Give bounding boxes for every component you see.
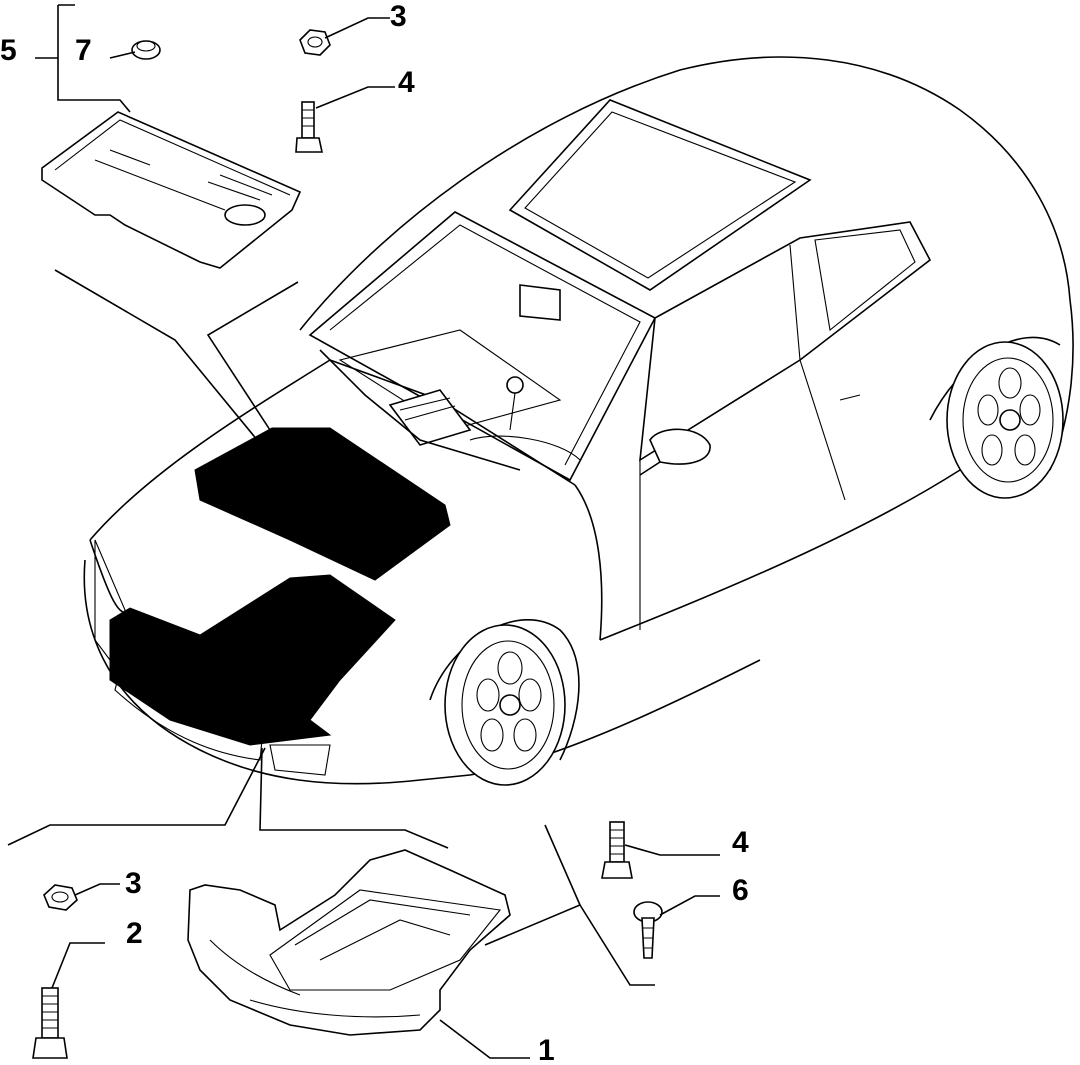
callout-7: 7 — [75, 34, 92, 67]
callout-3-top: 3 — [390, 0, 407, 33]
leader-2 — [51, 942, 105, 989]
front-insulation-pad — [109, 574, 396, 746]
callout-4-top: 4 — [398, 66, 415, 99]
bolt-long — [32, 987, 68, 1059]
leader-item-6-shield — [484, 824, 582, 946]
front-wheel — [444, 624, 566, 786]
leader-7 — [109, 51, 136, 59]
callout-2: 2 — [126, 917, 143, 950]
hex-nut-top — [299, 29, 331, 56]
hex-bolt-top — [295, 101, 323, 153]
hex-bolt-right — [601, 821, 633, 879]
underbody-shield — [187, 849, 511, 1036]
callout-5: 5 — [0, 34, 17, 67]
grommet — [131, 40, 161, 60]
leader-3-top — [324, 17, 390, 39]
flange-screw — [633, 901, 663, 959]
engine-cover — [41, 111, 302, 269]
leader-3-bottom — [74, 883, 120, 896]
callout-1: 1 — [538, 1034, 555, 1065]
leader-4-top — [315, 86, 395, 109]
leader-6 — [659, 895, 720, 916]
leader-shield-left — [7, 747, 266, 846]
hex-nut-bottom — [43, 884, 78, 911]
leader-4-right — [624, 844, 720, 856]
leader-cover-to-pad-right — [206, 281, 299, 431]
callout-6: 6 — [732, 874, 749, 907]
callout-4-right: 4 — [732, 826, 749, 859]
leader-shield-right — [259, 747, 449, 849]
hood-insulation-pad — [194, 427, 451, 581]
callout-3-bottom: 3 — [125, 867, 142, 900]
interior-details — [319, 284, 581, 471]
leader-cover-to-pad-left — [54, 269, 273, 459]
rear-wheel — [946, 341, 1064, 499]
leader-item-6-lower — [579, 904, 655, 986]
leader-5 — [35, 4, 131, 113]
car-illustration — [83, 56, 1074, 785]
leader-1 — [439, 1019, 530, 1059]
